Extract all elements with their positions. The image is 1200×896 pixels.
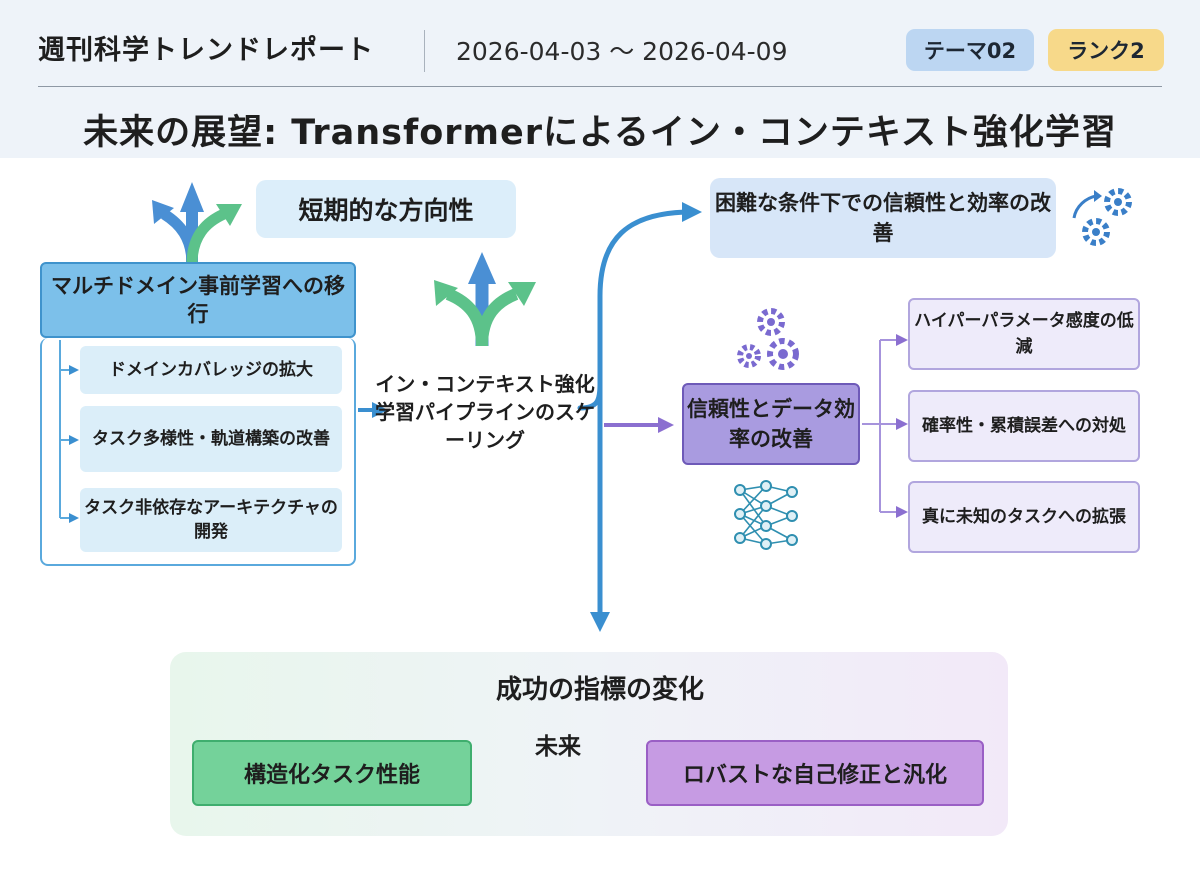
unseen-tasks-item: 真に未知のタスクへの拡張 xyxy=(908,481,1140,553)
success-metrics-title: 成功の指標の変化 xyxy=(495,674,704,705)
split-arrows-icon-center xyxy=(434,252,536,347)
right-tree-connectors xyxy=(862,334,908,518)
task-agnostic-architecture-item: タスク非依存なアーキテクチャの開発 xyxy=(80,488,342,552)
stochasticity-error-item: 確率性・累積誤差への対処 xyxy=(908,390,1140,462)
header-divider xyxy=(424,30,425,72)
theme-tag: テーマ02 xyxy=(906,29,1034,71)
gear-icon xyxy=(1072,188,1132,246)
future-label: 未来 xyxy=(535,734,581,760)
rank-tag: ランク2 xyxy=(1048,29,1164,71)
hyperparameter-sensitivity-item: ハイパーパラメータ感度の低減 xyxy=(908,298,1140,370)
task-diversity-item: タスク多様性・軌道構築の改善 xyxy=(80,406,342,472)
left-tree-connectors xyxy=(59,340,79,523)
reliability-efficiency-box: 信頼性とデータ効率の改善 xyxy=(682,383,860,465)
blue-splitter xyxy=(577,202,702,632)
split-arrows-icon xyxy=(152,182,242,265)
short-term-direction-label: 短期的な方向性 xyxy=(256,180,516,238)
structured-task-performance-box: 構造化タスク性能 xyxy=(192,740,472,806)
icl-pipeline-scaling-text: イン・コンテキスト強化学習パイプラインのスケーリング xyxy=(375,372,595,452)
gears-icon-purple xyxy=(737,308,799,370)
page-title: 未来の展望: Transformerによるイン・コンテキスト強化学習 xyxy=(83,112,1117,153)
domain-coverage-item: ドメインカバレッジの拡大 xyxy=(80,346,342,394)
difficult-conditions-box: 困難な条件下での信頼性と効率の改善 xyxy=(710,178,1056,258)
left-cluster-frame xyxy=(40,338,356,566)
multi-domain-pretraining-box: マルチドメイン事前学習への移行 xyxy=(40,262,356,338)
neural-network-icon xyxy=(734,480,798,550)
report-name: 週刊科学トレンドレポート xyxy=(38,35,374,66)
robust-self-correction-box: ロバストな自己修正と汎化 xyxy=(646,740,984,806)
date-range: 2026-04-03 〜 2026-04-09 xyxy=(456,37,788,66)
header-band xyxy=(0,0,1200,158)
header-rule xyxy=(38,86,1162,87)
